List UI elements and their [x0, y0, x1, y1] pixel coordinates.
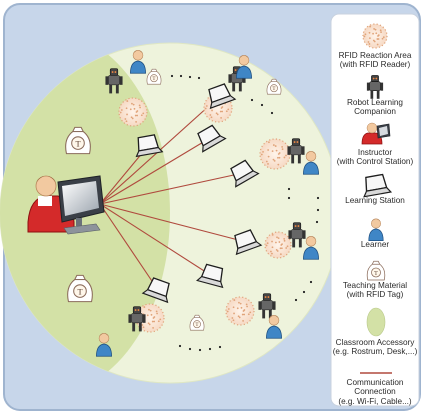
learner-icon [96, 333, 112, 357]
legend-label-rfid: RFID Reaction Area (with RFID Reader) [338, 51, 412, 70]
rfid-areas [118, 93, 292, 333]
svg-text:T: T [273, 87, 276, 92]
teaching-material-icon: T [65, 126, 91, 155]
laptop-icon [363, 173, 393, 198]
teaching-material-icon: T [366, 260, 386, 281]
connection-line [99, 203, 159, 291]
robot-icon [105, 68, 123, 94]
instructor-control-station [27, 175, 105, 235]
teaching-material-icon: T [266, 78, 282, 95]
learner-icon [236, 55, 252, 79]
robot-icon [288, 222, 306, 248]
instructor-icon [361, 122, 391, 145]
robot-icon [287, 138, 305, 164]
learner-icon [368, 218, 384, 241]
connection-line [99, 203, 213, 277]
laptop-icon [141, 277, 170, 304]
learners [96, 50, 319, 357]
teaching-materials: T T T T T [65, 68, 282, 331]
legend-label-instructor: Instructor (with Control Station) [336, 148, 414, 167]
laptop-icon [208, 83, 237, 110]
legend-label-learner: Learner [360, 240, 390, 249]
rfid-area-icon [264, 231, 292, 259]
legend-label-classroom-accessory: Classroom Accessory (e.g. Rostrum, Desk,… [332, 338, 418, 357]
learner-icon [303, 151, 319, 175]
rfid-area-icon [225, 296, 255, 326]
legend-label-connection: Communication Connection (e.g. Wi-Fi, Ca… [338, 378, 412, 406]
robot-icon [366, 75, 384, 99]
svg-text:T: T [374, 271, 378, 277]
dots-right [315, 196, 320, 224]
teaching-material-icon: T [189, 314, 205, 331]
learning-stations [135, 83, 263, 304]
classroom-accessory-icon [366, 307, 386, 337]
learner-icon [303, 236, 319, 260]
connection-line [99, 203, 247, 243]
legend-box [330, 13, 420, 407]
connection-line [99, 172, 244, 205]
legend-label-teaching-material: Teaching Material (with RFID Tag) [342, 281, 408, 300]
legend-icons: T [360, 23, 393, 374]
laptop-icon [197, 124, 227, 153]
legend-label-learning-station: Learning Station [345, 196, 405, 205]
control-monitor-icon [57, 175, 105, 235]
svg-text:T: T [75, 139, 80, 148]
dots-lower-right [294, 280, 313, 302]
laptop-icon [196, 263, 224, 289]
robot-icon [128, 306, 146, 332]
legend-label-robot: Robot Learning Companion [347, 98, 403, 117]
dots-mid [287, 187, 291, 200]
rfid-area-icon [259, 138, 291, 170]
rfid-area-icon [362, 23, 388, 49]
svg-text:T: T [77, 287, 82, 296]
robots [105, 66, 306, 332]
learner-icon [266, 315, 282, 339]
learner-icon [130, 50, 146, 74]
laptop-icon [234, 229, 263, 256]
rfid-area-icon [118, 97, 148, 127]
svg-text:T: T [153, 77, 156, 82]
teaching-material-icon: T [146, 68, 162, 85]
dots-top [170, 74, 201, 80]
teaching-material-icon: T [67, 274, 93, 303]
rfid-area-icon [135, 303, 165, 333]
robot-icon [258, 293, 276, 319]
connection-line [99, 137, 211, 205]
dots-upper-right [250, 98, 274, 115]
laptop-icon [230, 159, 260, 188]
dotted-paths [170, 74, 320, 352]
svg-text:T: T [196, 323, 199, 328]
laptop-icon [135, 134, 164, 158]
dots-bottom [178, 344, 222, 352]
